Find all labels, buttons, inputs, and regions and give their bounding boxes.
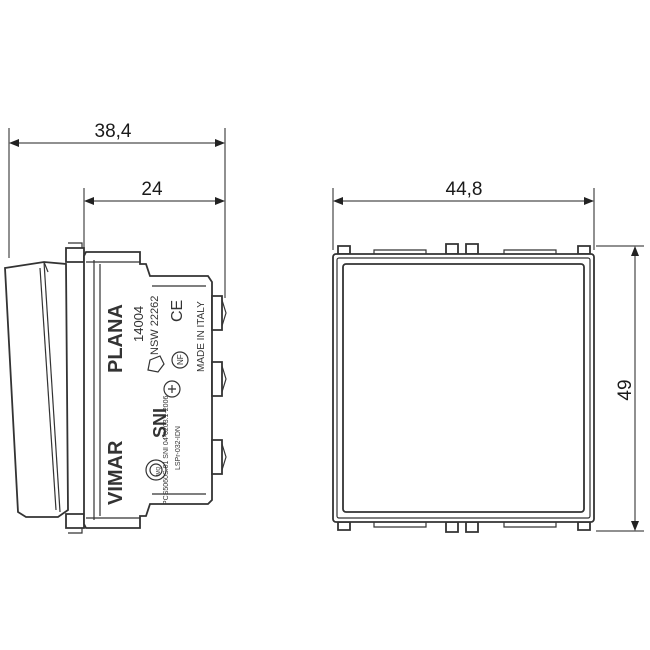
svg-text:NF: NF	[176, 354, 185, 365]
svg-text:IMQ: IMQ	[156, 466, 162, 476]
vde-symbol	[147, 355, 165, 373]
rocker-key-face	[342, 263, 585, 513]
dimension-side-total: 38,4	[8, 121, 226, 298]
dimension-label-front-height: 49	[615, 379, 636, 400]
dimension-label-side-total: 38,4	[95, 121, 132, 142]
front-top-clips	[337, 243, 591, 255]
body-markings: VIMAR PLANA 14004 NSW 22262 CE MADE IN I…	[105, 296, 207, 505]
dimension-side-body: 24	[83, 179, 225, 250]
dimension-front-width: 44,8	[332, 179, 595, 250]
nf-logo: NF	[171, 351, 189, 369]
imq-logo: IMQ	[145, 459, 167, 481]
dimension-label-side-body: 24	[141, 179, 163, 200]
code-marking: 14004	[131, 306, 146, 342]
sni-marking: SNI	[150, 408, 170, 438]
lspro-marking: LSPr-032-IDN	[175, 426, 182, 470]
side-view: 38,4 24	[4, 121, 227, 534]
front-view: 44,8 49	[332, 179, 644, 533]
series-marking: PLANA	[105, 304, 127, 373]
nsw-marking: NSW 22262	[149, 296, 161, 355]
made-in-marking: MADE IN ITALY	[196, 301, 207, 372]
circle-symbol	[163, 380, 181, 398]
mechanism-body	[83, 251, 227, 529]
standard-marking: PCS5060S.01 SNI 04-6203.1-2006	[163, 396, 170, 505]
dimension-front-height: 49	[596, 245, 644, 532]
rocker-key	[4, 261, 69, 518]
mounting-clips	[65, 242, 85, 534]
front-bottom-clips	[337, 521, 591, 533]
dimension-label-front-width: 44,8	[446, 179, 483, 200]
ce-marking: CE	[169, 300, 186, 322]
brand-marking: VIMAR	[105, 440, 127, 505]
front-plate	[332, 253, 595, 523]
